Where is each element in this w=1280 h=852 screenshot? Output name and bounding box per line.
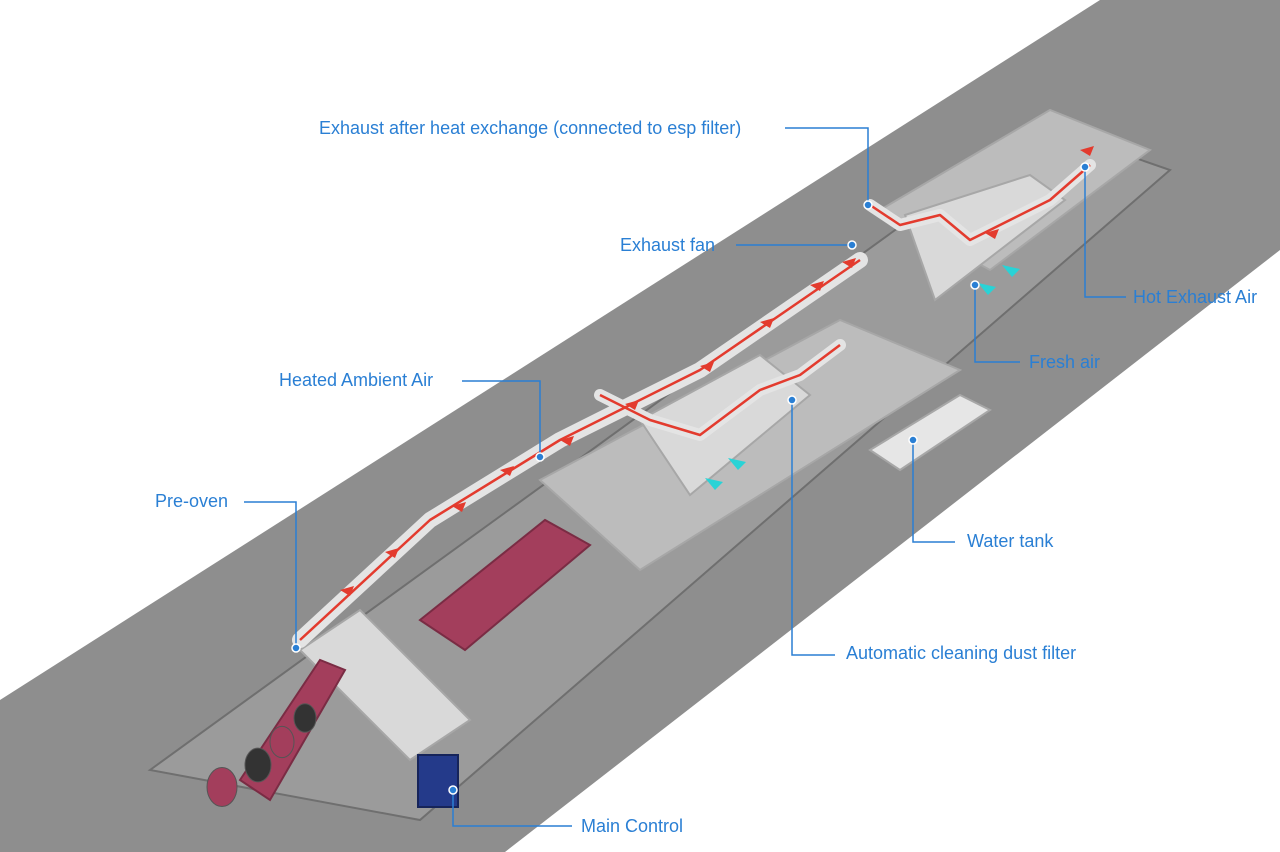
marker-heated-ambient-air xyxy=(535,452,545,462)
red-arrow xyxy=(1080,146,1094,156)
fresh-air-arrows xyxy=(705,265,1020,490)
marker-exhaust-after-heat-exchange xyxy=(863,200,873,210)
label-water-tank: Water tank xyxy=(967,531,1054,551)
water-tank-shape xyxy=(868,393,992,472)
red-arrow xyxy=(452,502,466,512)
fabric-roll xyxy=(244,747,272,783)
label-heated-ambient-air: Heated Ambient Air xyxy=(279,370,434,390)
red-arrow xyxy=(810,281,824,291)
leader-automatic-cleaning-dust-filter xyxy=(791,400,835,656)
red-arrow xyxy=(842,258,856,268)
callout-markers xyxy=(291,162,1090,795)
label-hot-exhaust-air: Hot Exhaust Air xyxy=(1133,287,1258,307)
leader-water-tank xyxy=(912,440,955,543)
marker-exhaust-fan xyxy=(847,240,857,250)
cyan-arrow xyxy=(1002,265,1020,277)
flow-line-lower xyxy=(599,344,841,437)
leader-lines xyxy=(244,127,1126,827)
leader-hot-exhaust-air xyxy=(1084,167,1126,298)
red-arrow xyxy=(985,229,999,239)
label-main-control: Main Control xyxy=(581,816,684,836)
red-arrow xyxy=(700,362,714,372)
label-exhaust-after-heat-exchange: Exhaust after heat exchange (connected t… xyxy=(319,118,742,138)
label-pre-oven: Pre-oven xyxy=(155,491,229,511)
red-arrow xyxy=(625,400,639,410)
red-arrow xyxy=(560,436,574,446)
main-control-cabinet xyxy=(417,754,459,808)
marker-main-control xyxy=(448,785,458,795)
cyan-arrow xyxy=(978,283,996,295)
marker-fresh-air xyxy=(970,280,980,290)
red-arrow xyxy=(760,318,774,328)
marker-water-tank xyxy=(908,435,918,445)
red-arrow xyxy=(385,548,399,558)
cyan-arrow xyxy=(728,458,746,470)
red-arrow xyxy=(340,586,354,596)
fabric-roll xyxy=(269,725,295,759)
equipment xyxy=(417,393,992,808)
fabric-belt-long xyxy=(418,518,592,652)
leader-exhaust-after-heat-exchange xyxy=(785,127,869,205)
marker-hot-exhaust-air xyxy=(1080,162,1090,172)
cyan-arrow xyxy=(705,478,723,490)
pre-oven-unit xyxy=(298,608,472,762)
leader-fresh-air xyxy=(974,285,1020,363)
flow-line-upper xyxy=(869,164,1091,242)
marker-pre-oven xyxy=(291,643,301,653)
fabric-roll xyxy=(206,767,238,807)
fabric-rolls xyxy=(206,703,317,807)
label-fresh-air: Fresh air xyxy=(1029,352,1101,372)
leader-heated-ambient-air xyxy=(462,380,541,457)
conveyors xyxy=(206,518,592,807)
label-automatic-cleaning-dust-filter: Automatic cleaning dust filter xyxy=(846,643,1077,663)
flow-arrows xyxy=(340,146,1094,596)
red-arrow xyxy=(500,466,514,476)
fabric-roll xyxy=(293,703,317,733)
marker-automatic-cleaning-dust-filter xyxy=(787,395,797,405)
label-exhaust-fan: Exhaust fan xyxy=(620,235,716,255)
leader-main-control xyxy=(452,790,572,827)
leader-pre-oven xyxy=(244,501,297,648)
